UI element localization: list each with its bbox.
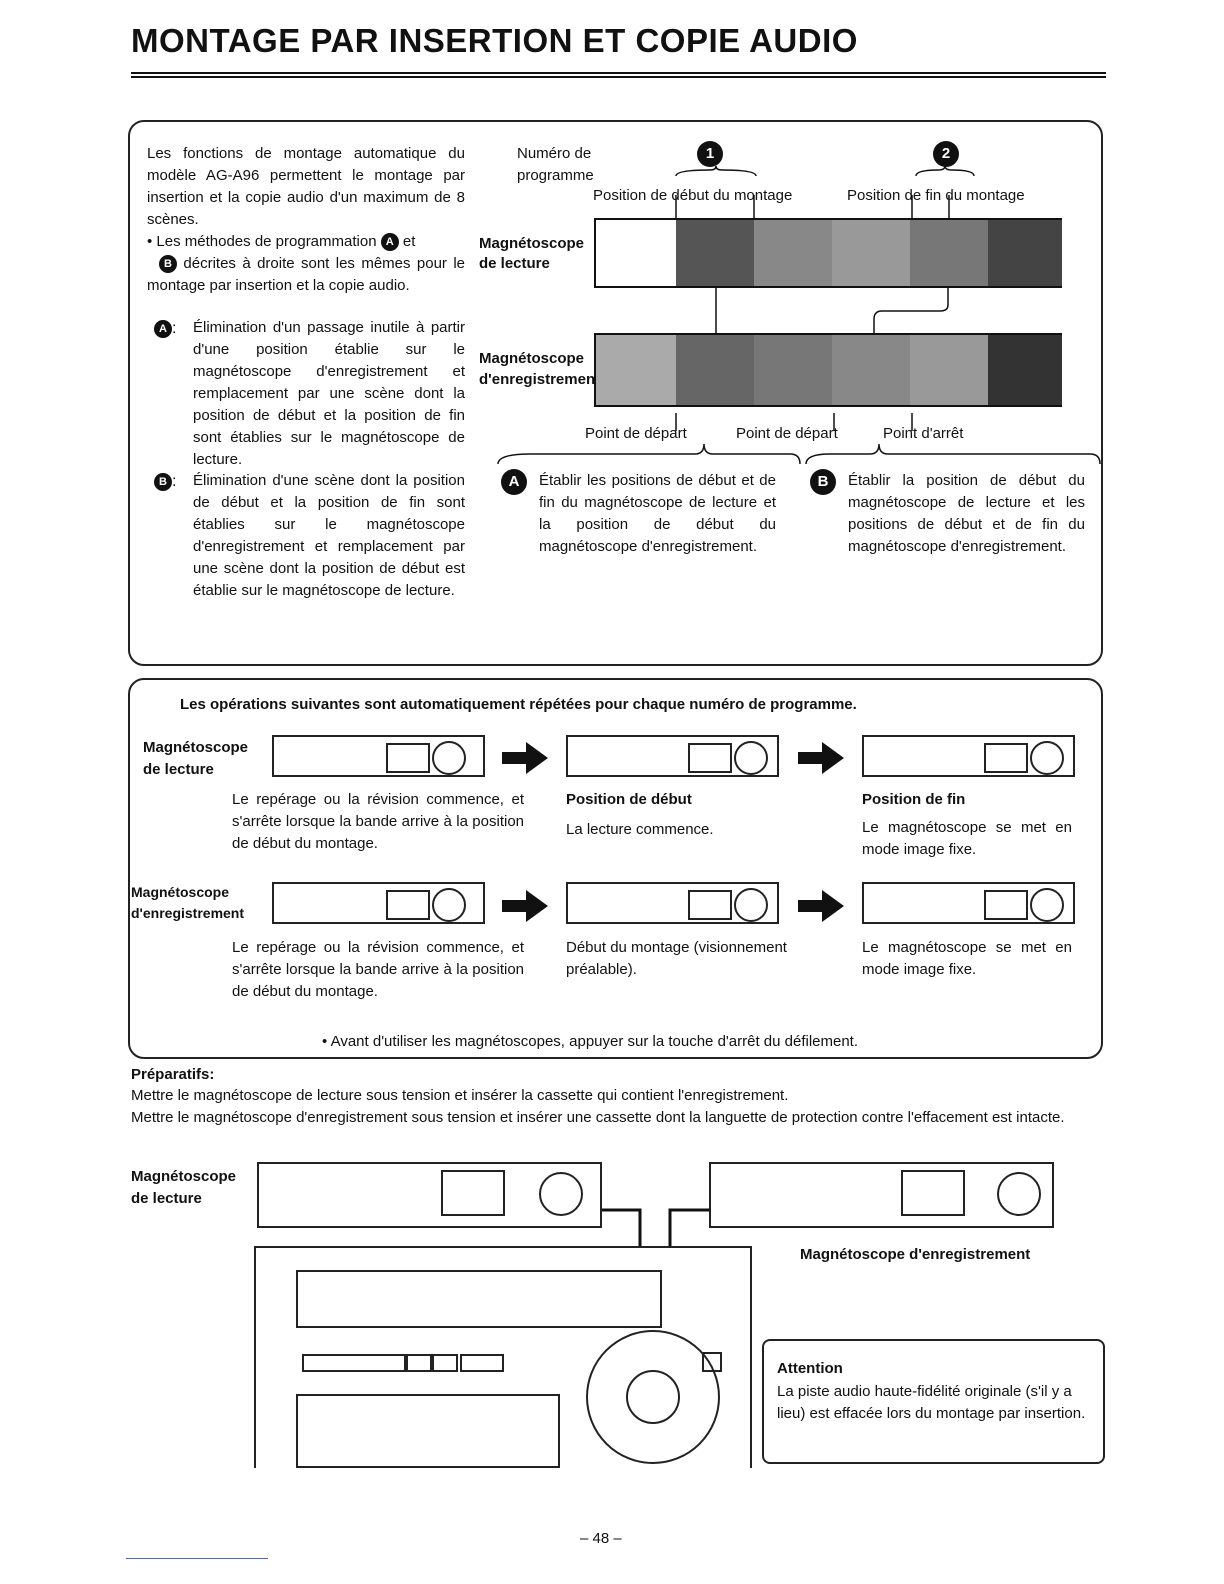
- film-strip-rec: [594, 333, 1062, 407]
- ops-heading: Les opérations suivantes sont automatiqu…: [180, 694, 857, 716]
- film-play-label: Magnétoscope de lecture: [479, 234, 599, 274]
- vcr-icon: [862, 735, 1075, 777]
- ops-rec-label: Magnétoscope d'enregistrement: [131, 882, 271, 924]
- ops-play-label: Magnétoscope de lecture: [143, 737, 268, 781]
- method-b-text: Établir la position de début du magnétos…: [848, 470, 1085, 558]
- method-brackets: [490, 440, 1110, 470]
- prep-line1: Mettre le magnétoscope de lecture sous t…: [131, 1085, 1106, 1107]
- film-rec-label: Magnétoscope d'enregistrement: [479, 348, 594, 390]
- ops-rec-step1: Le repérage ou la révision commence, et …: [232, 937, 524, 1003]
- mark-b-icon: B: [159, 255, 177, 273]
- arrow-right-icon: [796, 740, 846, 776]
- ops-play-step2: La lecture commence.: [566, 819, 714, 841]
- vcr-play-illustration: [257, 1162, 602, 1228]
- vcr-icon: [566, 882, 779, 924]
- page-number: – 48 –: [580, 1528, 622, 1550]
- mark-a-icon: A: [154, 320, 172, 338]
- ops-play-step3-title: Position de fin: [862, 789, 965, 811]
- arrow-right-icon: [500, 888, 550, 924]
- prep-heading: Préparatifs:: [131, 1064, 214, 1086]
- vcr-icon: [566, 735, 779, 777]
- intro-bullet: • Les méthodes de programmation A et B d…: [147, 231, 465, 297]
- method-a-text: Établir les positions de début et de fin…: [539, 470, 776, 558]
- ops-rec-step2: Début du montage (visionnement préalable…: [566, 937, 791, 981]
- footer-rule: [126, 1558, 268, 1559]
- item-a-text: Élimination d'un passage inutile à parti…: [193, 317, 465, 471]
- marker-2-icon: 2: [933, 141, 959, 167]
- bottom-rec-label: Magnétoscope d'enregistrement: [800, 1244, 1030, 1266]
- ops-rec-step3: Le magnétoscope se met en mode image fix…: [862, 937, 1072, 981]
- item-b-mark: B:: [154, 473, 176, 491]
- ops-play-step2-title: Position de début: [566, 789, 692, 811]
- method-b-icon: B: [810, 469, 836, 495]
- mark-a-icon: A: [381, 233, 399, 251]
- program-number-label: Numéro de programme: [517, 143, 617, 187]
- title-rule: [131, 72, 1106, 78]
- arrow-right-icon: [500, 740, 550, 776]
- item-b-text: Élimination d'une scène dont la position…: [193, 470, 465, 602]
- ops-play-step3: Le magnétoscope se met en mode image fix…: [862, 817, 1072, 861]
- vcr-icon: [272, 882, 485, 924]
- ops-play-step1: Le repérage ou la révision commence, et …: [232, 789, 524, 855]
- marker-1-icon: 1: [697, 141, 723, 167]
- front-panel-closeup: [254, 1246, 752, 1468]
- intro-paragraph: Les fonctions de montage automatique du …: [147, 143, 465, 231]
- method-a-icon: A: [501, 469, 527, 495]
- page-title: MONTAGE PAR INSERTION ET COPIE AUDIO: [131, 22, 858, 60]
- bottom-play-label: Magnétoscope de lecture: [131, 1166, 256, 1210]
- attention-title: Attention: [777, 1358, 843, 1380]
- arrow-right-icon: [796, 888, 846, 924]
- mark-b-icon: B: [154, 473, 172, 491]
- ops-note: • Avant d'utiliser les magnétoscopes, ap…: [322, 1031, 858, 1053]
- item-a-mark: A:: [154, 320, 176, 338]
- vcr-icon: [272, 735, 485, 777]
- vcr-icon: [862, 882, 1075, 924]
- attention-text: La piste audio haute-fidélité originale …: [777, 1381, 1097, 1425]
- prep-line2: Mettre le magnétoscope d'enregistrement …: [131, 1107, 1106, 1129]
- vcr-rec-illustration: [709, 1162, 1054, 1228]
